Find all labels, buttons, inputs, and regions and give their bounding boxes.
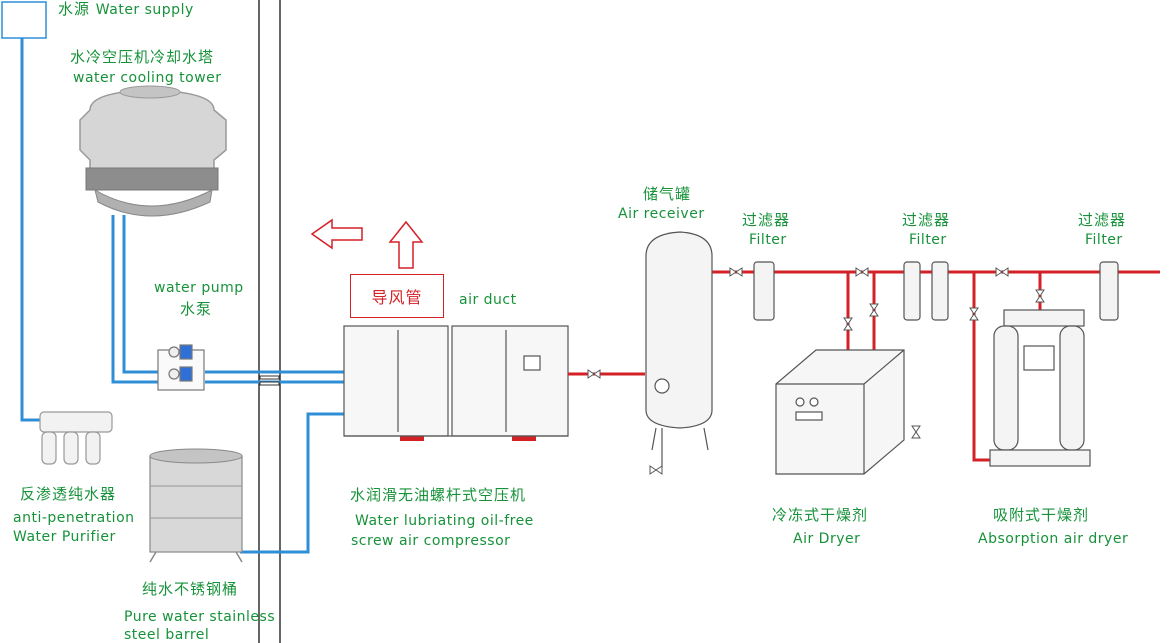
purifier-label-en-1: anti-penetration <box>13 510 135 526</box>
purifier-label-zh: 反渗透纯水器 <box>20 485 117 503</box>
compressor-label-en-2: screw air compressor <box>351 533 511 549</box>
barrel-label-en-1: Pure water stainless <box>124 609 276 625</box>
water-pump-label-zh: 水泵 <box>180 300 213 318</box>
filter-1-label-en: Filter <box>749 232 787 248</box>
purifier-label-en-2: Water Purifier <box>13 529 116 545</box>
air-dryer-label-en: Air Dryer <box>793 531 861 547</box>
wall-crossing <box>259 375 280 386</box>
cooling-tower-label-en: water cooling tower <box>73 70 222 86</box>
filter-illustrations <box>753 261 1119 321</box>
air-duct-label-en: air duct <box>459 292 517 308</box>
receiver-label-en: Air receiver <box>618 206 705 222</box>
barrel-label-en-2: steel barrel <box>124 627 210 643</box>
absorption-dryer-illustration <box>989 309 1091 467</box>
compressor-label-zh: 水润滑无油螺杆式空压机 <box>350 486 527 504</box>
air-dryer-illustration <box>775 349 905 475</box>
air-receiver-illustration <box>645 231 713 468</box>
arrow-up-icon <box>388 220 424 269</box>
cooling-tower-illustration <box>79 85 227 217</box>
water-pump-illustration <box>157 344 205 391</box>
filter-3-label-zh: 过滤器 <box>1078 211 1127 229</box>
purifier-illustration <box>39 411 113 465</box>
filter-1-label-zh: 过滤器 <box>742 211 791 229</box>
filter-2-label-zh: 过滤器 <box>902 211 951 229</box>
compressor-illustration <box>343 325 569 441</box>
water-supply-label: 水源 Water supply <box>58 0 194 18</box>
air-duct-box: 导风管 <box>350 274 444 318</box>
cooling-tower-label-zh: 水冷空压机冷却水塔 <box>70 48 215 66</box>
absorption-dryer-label-zh: 吸附式干燥剂 <box>993 506 1090 524</box>
arrow-left-icon <box>310 218 363 250</box>
filter-3-label-en: Filter <box>1085 232 1123 248</box>
water-supply-box <box>1 1 47 39</box>
absorption-dryer-label-en: Absorption air dryer <box>978 531 1129 547</box>
barrel-illustration <box>149 448 243 563</box>
barrel-label-zh: 纯水不锈钢桶 <box>142 580 239 598</box>
water-pump-label-en: water pump <box>154 280 244 296</box>
air-dryer-label-zh: 冷冻式干燥剂 <box>772 506 869 524</box>
compressor-label-en-1: Water lubriating oil-free <box>355 513 534 529</box>
filter-2-label-en: Filter <box>909 232 947 248</box>
valve-icons <box>587 267 1045 475</box>
receiver-label-zh: 储气罐 <box>643 185 692 203</box>
